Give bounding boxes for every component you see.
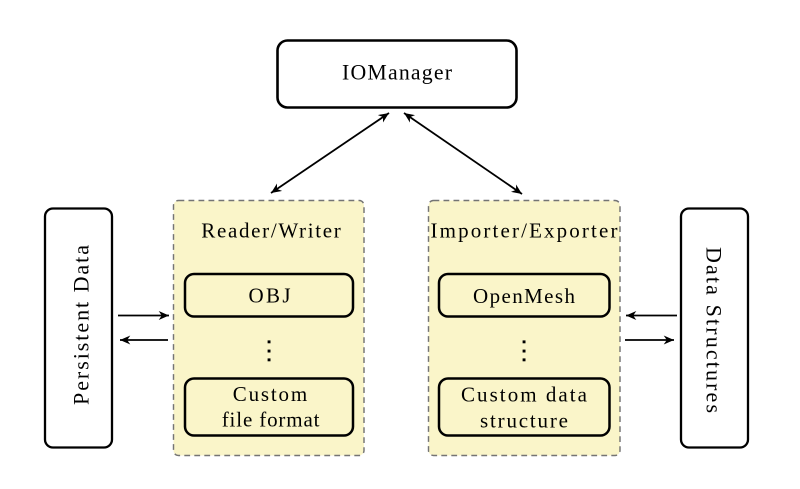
- svg-text:IOManager: IOManager: [342, 61, 453, 85]
- svg-text:Reader/Writer: Reader/Writer: [201, 219, 341, 243]
- svg-text:Custom: Custom: [233, 382, 307, 406]
- svg-text:Importer/Exporter: Importer/Exporter: [431, 219, 618, 243]
- svg-text:Data Structures: Data Structures: [701, 247, 726, 413]
- svg-text:Custom data: Custom data: [461, 383, 588, 407]
- svg-text:OpenMesh: OpenMesh: [473, 284, 576, 308]
- svg-text:OBJ: OBJ: [249, 284, 291, 308]
- svg-text:Persistent Data: Persistent Data: [68, 245, 93, 405]
- svg-text:structure: structure: [480, 408, 568, 432]
- svg-text:file format: file format: [222, 407, 320, 431]
